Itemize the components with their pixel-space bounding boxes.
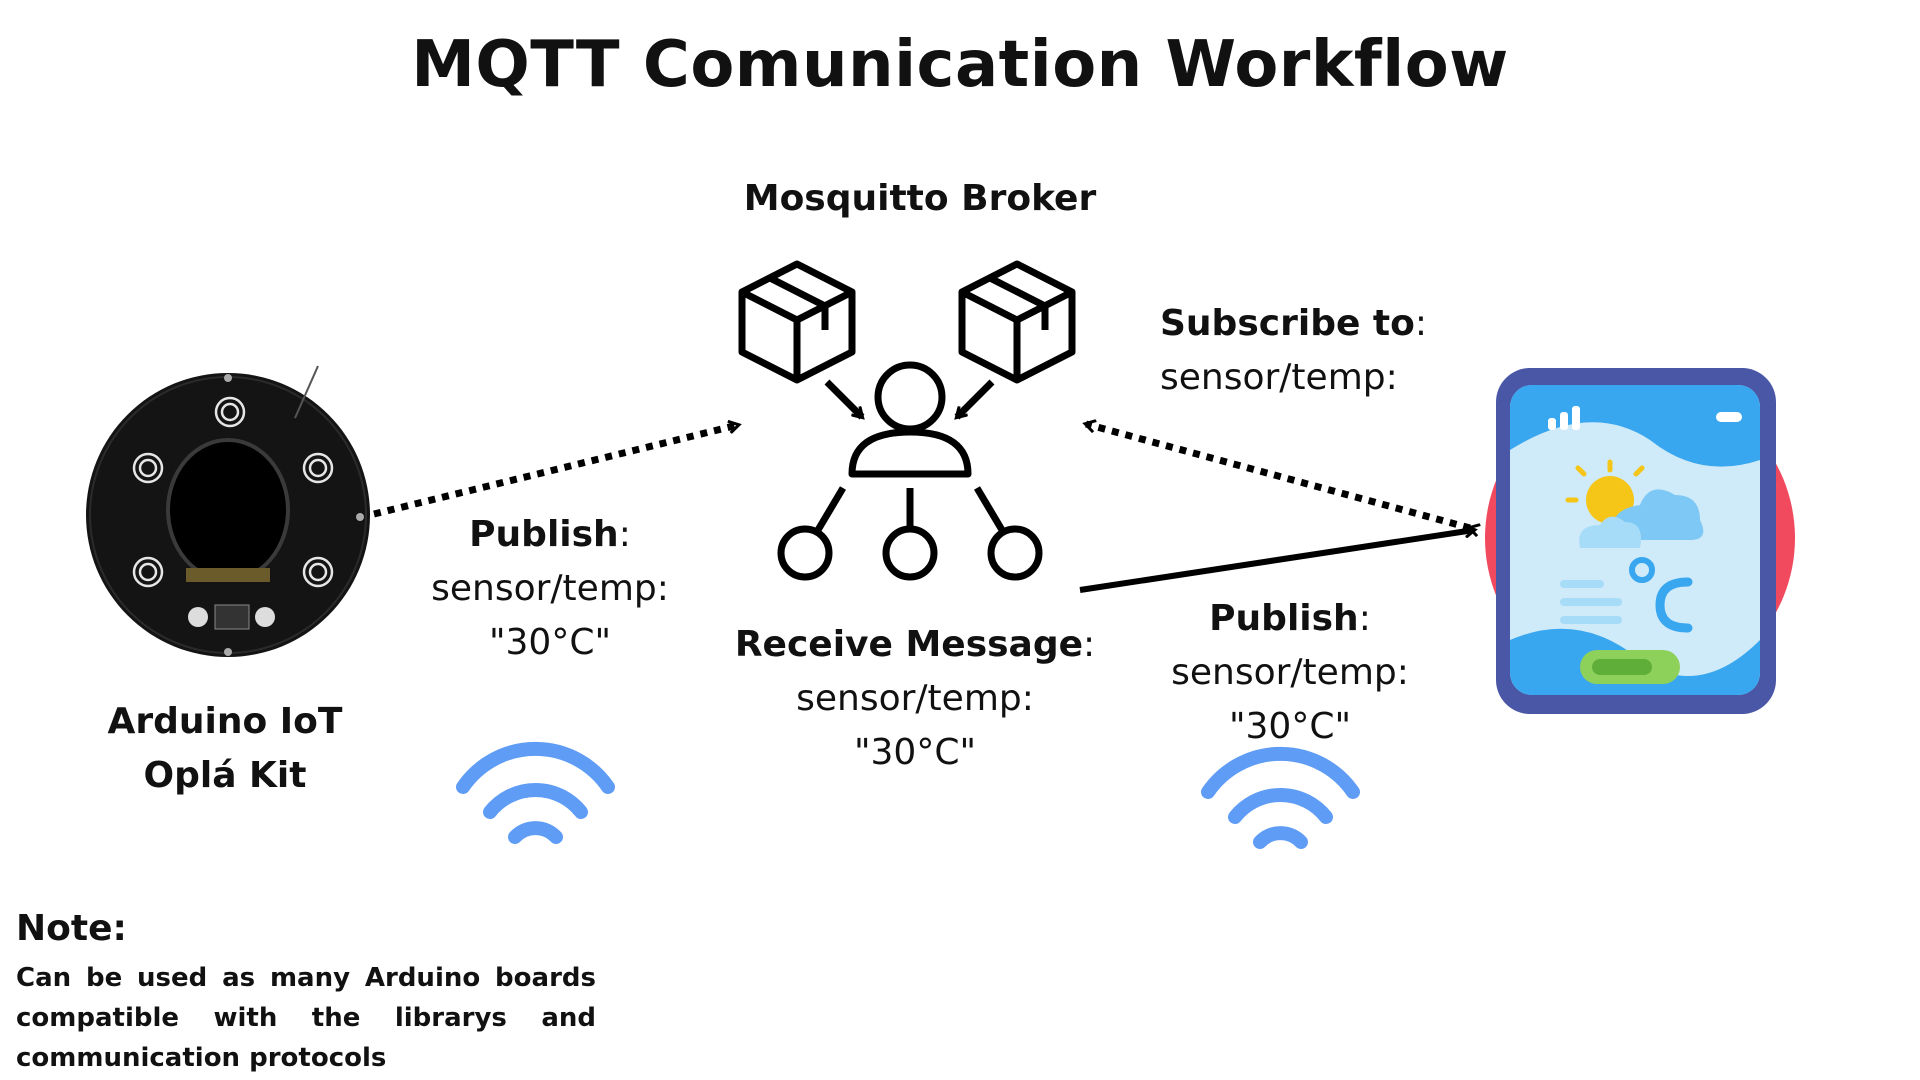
subscribe-topic: sensor/temp: [1160, 357, 1398, 398]
receive-message: Receive Message: sensor/temp: "30°C" [730, 618, 1100, 780]
publisher-label: Arduino IoT Oplá Kit [80, 695, 370, 803]
subscribe-action: Subscribe to [1160, 303, 1415, 344]
publish-colon: : [618, 514, 631, 555]
receive-payload: "30°C" [853, 732, 977, 773]
page-title: MQTT Comunication Workflow [411, 28, 1509, 102]
publish-right-payload: "30°C" [1228, 706, 1352, 747]
weather-app-tablet-icon [1485, 368, 1795, 714]
broker-label: Mosquitto Broker [743, 178, 1097, 219]
broker-people-packages-icon [738, 260, 1076, 581]
receive-action: Receive Message [734, 624, 1084, 665]
wifi-icon [1201, 746, 1360, 849]
publish-right-topic: sensor/temp: [1171, 652, 1409, 693]
publish-message-left: Publish: sensor/temp: "30°C" [400, 508, 700, 670]
wifi-icon [456, 741, 615, 844]
note-body: Can be used as many Arduino boards compa… [16, 963, 596, 1073]
arduino-opla-board-icon [86, 365, 370, 657]
publish-message-right: Publish: sensor/temp: "30°C" [1140, 592, 1440, 754]
note-heading: Note: [16, 908, 127, 949]
subscribe-message: Subscribe to: sensor/temp: [1160, 297, 1460, 405]
publisher-label-line1: Arduino IoT [107, 701, 343, 742]
publish-right-colon: : [1358, 598, 1371, 639]
receive-topic: sensor/temp: [796, 678, 1034, 719]
publish-arrow-left [373, 425, 738, 518]
publish-right-action: Publish [1209, 598, 1359, 639]
publish-action: Publish [469, 514, 619, 555]
publish-topic: sensor/temp: [431, 568, 669, 609]
publisher-label-line2: Oplá Kit [143, 755, 307, 796]
subscribe-colon: : [1414, 303, 1427, 344]
subscribe-arrow [1086, 424, 1470, 528]
receive-colon: : [1083, 624, 1096, 665]
publish-payload: "30°C" [488, 622, 612, 663]
deliver-arrow [1079, 530, 1474, 593]
